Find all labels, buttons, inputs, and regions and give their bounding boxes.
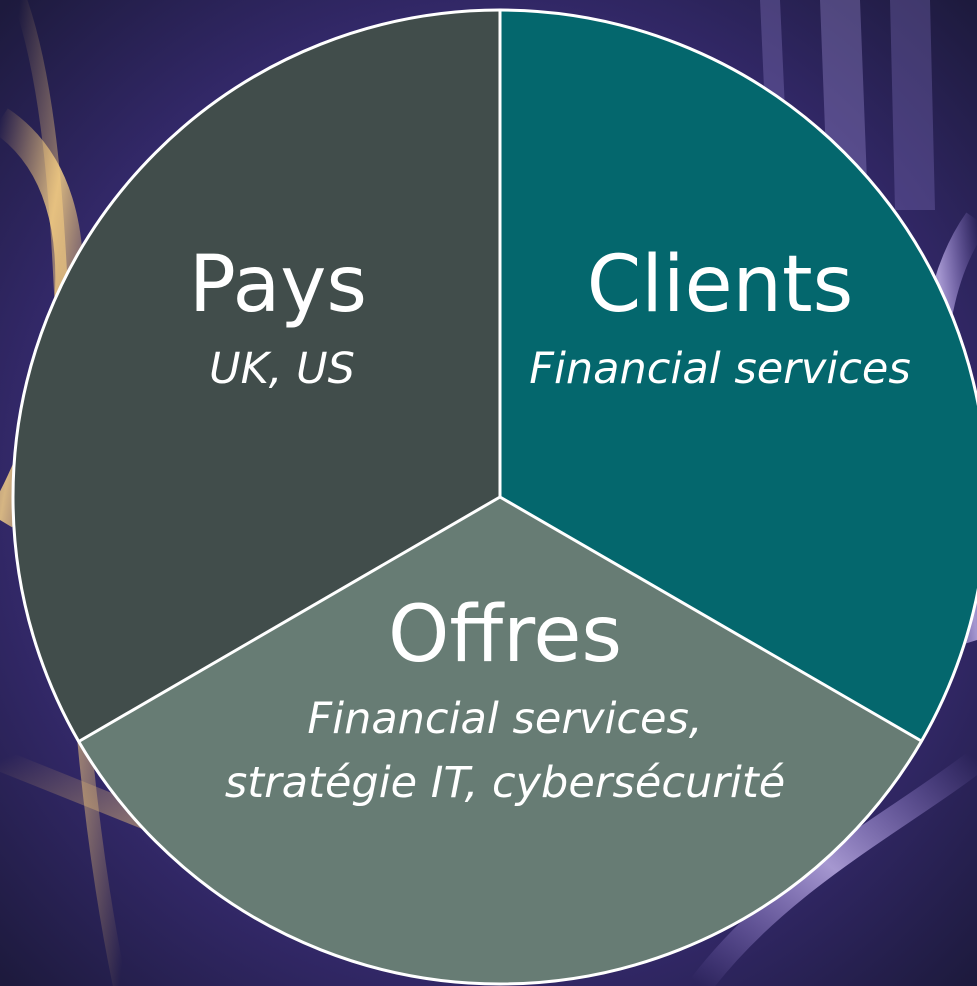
offres-subtitle-line-2: stratégie IT, cybersécurité <box>225 758 785 808</box>
pie-chart <box>11 8 977 986</box>
offres-title: Offres <box>388 590 622 680</box>
segment-clients <box>500 10 977 741</box>
clients-subtitle: Financial services <box>529 344 911 394</box>
label-clients: Clients Financial services <box>529 240 911 394</box>
pays-title: Pays <box>189 240 367 330</box>
segment-pays <box>14 10 501 741</box>
divider-left <box>78 495 501 743</box>
segment-offres <box>79 497 922 984</box>
label-offres: Offres Financial services, stratégie IT,… <box>225 590 785 808</box>
offres-subtitle-line-1: Financial services, <box>307 694 702 744</box>
pays-subtitle: UK, US <box>209 344 355 394</box>
label-pays: Pays UK, US <box>189 240 367 394</box>
clients-title: Clients <box>587 240 853 330</box>
divider-right <box>499 495 923 743</box>
